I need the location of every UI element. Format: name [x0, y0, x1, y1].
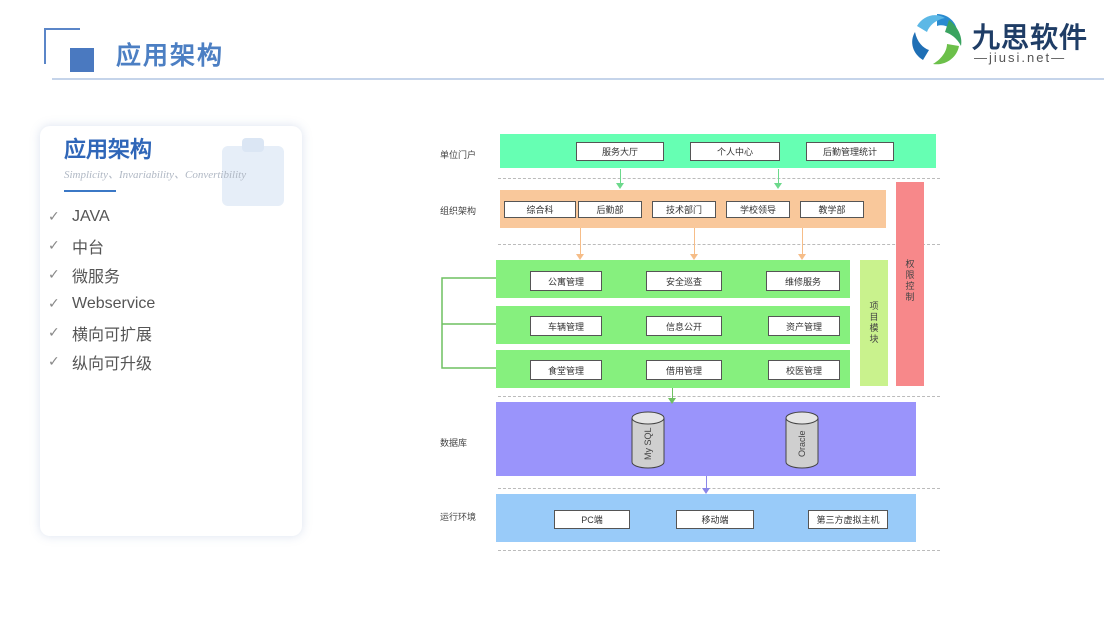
- layer-label-org: 组织架构: [440, 206, 477, 216]
- module-box-clinic: 校医管理: [768, 360, 840, 380]
- module-box-canteen: 食堂管理: [530, 360, 602, 380]
- layer-label-env: 运行环境: [440, 512, 477, 522]
- feature-list: ✓JAVA ✓中台 ✓微服务 ✓Webservice ✓横向可扩展 ✓纵向可升级: [48, 202, 155, 376]
- checkmark-icon: ✓: [48, 353, 60, 369]
- header-divider: [52, 78, 1104, 80]
- list-item: ✓微服务: [48, 266, 121, 286]
- oracle-label: Oracle: [797, 430, 807, 458]
- module-box-vehicle: 车辆管理: [530, 316, 602, 336]
- org-box-school-leaders: 学校领导: [726, 201, 790, 218]
- module-box-apartment: 公寓管理: [530, 271, 602, 291]
- portal-box-service-hall: 服务大厅: [576, 142, 664, 161]
- module-box-safety-patrol: 安全巡查: [646, 271, 722, 291]
- project-module-label: 项目模块: [868, 301, 879, 345]
- permission-control-bar: [896, 182, 924, 386]
- layer-divider: [498, 244, 940, 245]
- layer-divider: [498, 488, 940, 489]
- database-band: [496, 402, 916, 476]
- module-box-assets: 资产管理: [768, 316, 840, 336]
- layer-divider: [498, 396, 940, 397]
- org-box-logistics-dept: 后勤部: [578, 201, 642, 218]
- layer-divider: [498, 550, 940, 551]
- decoration-outline: [44, 28, 80, 64]
- org-box-teaching-dept: 教学部: [800, 201, 864, 218]
- company-logo: 九思软件 —jiusi.net—: [906, 10, 1096, 70]
- org-box-tech-dept: 技术部门: [652, 201, 716, 218]
- layer-label-db: 数据库: [440, 438, 468, 448]
- checkmark-icon: ✓: [48, 266, 60, 282]
- card-underline: [64, 190, 116, 192]
- card-title: 应用架构: [64, 137, 153, 162]
- project-module-bar: [860, 260, 888, 386]
- title-decoration: [44, 28, 96, 74]
- page-title: 应用架构: [116, 42, 225, 70]
- portal-box-logistics-stats: 后勤管理统计: [806, 142, 894, 161]
- env-box-mobile: 移动端: [676, 510, 754, 529]
- logo-text: 九思软件: [972, 22, 1089, 53]
- layer-label-portal: 单位门户: [440, 150, 477, 160]
- portal-box-personal-center: 个人中心: [690, 142, 780, 161]
- module-box-repair: 维修服务: [766, 271, 840, 291]
- module-box-info-public: 信息公开: [646, 316, 722, 336]
- mysql-label: My SQL: [643, 427, 653, 461]
- architecture-diagram: 单位门户 组织架构 数据库 运行环境 服务大厅 个人中心 后勤管理统计 综合科 …: [440, 128, 950, 558]
- logo-subtext: —jiusi.net—: [974, 50, 1067, 65]
- permission-control-label: 权限控制: [904, 259, 915, 303]
- module-bracket: [441, 277, 496, 369]
- card-subtitle: Simplicity、Invariability、Convertibility: [64, 169, 247, 181]
- checkmark-icon: ✓: [48, 237, 60, 253]
- clipboard-watermark-icon: [222, 138, 284, 206]
- checkmark-icon: ✓: [48, 208, 60, 224]
- feature-card: 应用架构 Simplicity、Invariability、Convertibi…: [40, 126, 302, 536]
- list-item: ✓JAVA: [48, 207, 110, 225]
- layer-divider: [498, 178, 940, 179]
- checkmark-icon: ✓: [48, 295, 60, 311]
- oracle-database-icon: [785, 411, 819, 469]
- org-box-general-office: 综合科: [504, 201, 576, 218]
- list-item: ✓横向可扩展: [48, 324, 153, 344]
- list-item: ✓纵向可升级: [48, 353, 153, 373]
- module-box-borrowing: 借用管理: [646, 360, 722, 380]
- mysql-database-icon: [631, 411, 665, 469]
- list-item: ✓中台: [48, 237, 105, 257]
- env-box-third-party-host: 第三方虚拟主机: [808, 510, 888, 529]
- list-item: ✓Webservice: [48, 294, 156, 312]
- decoration-square: [70, 48, 94, 72]
- logo-swirl-icon: [912, 14, 962, 65]
- env-box-pc: PC端: [554, 510, 630, 529]
- checkmark-icon: ✓: [48, 324, 60, 340]
